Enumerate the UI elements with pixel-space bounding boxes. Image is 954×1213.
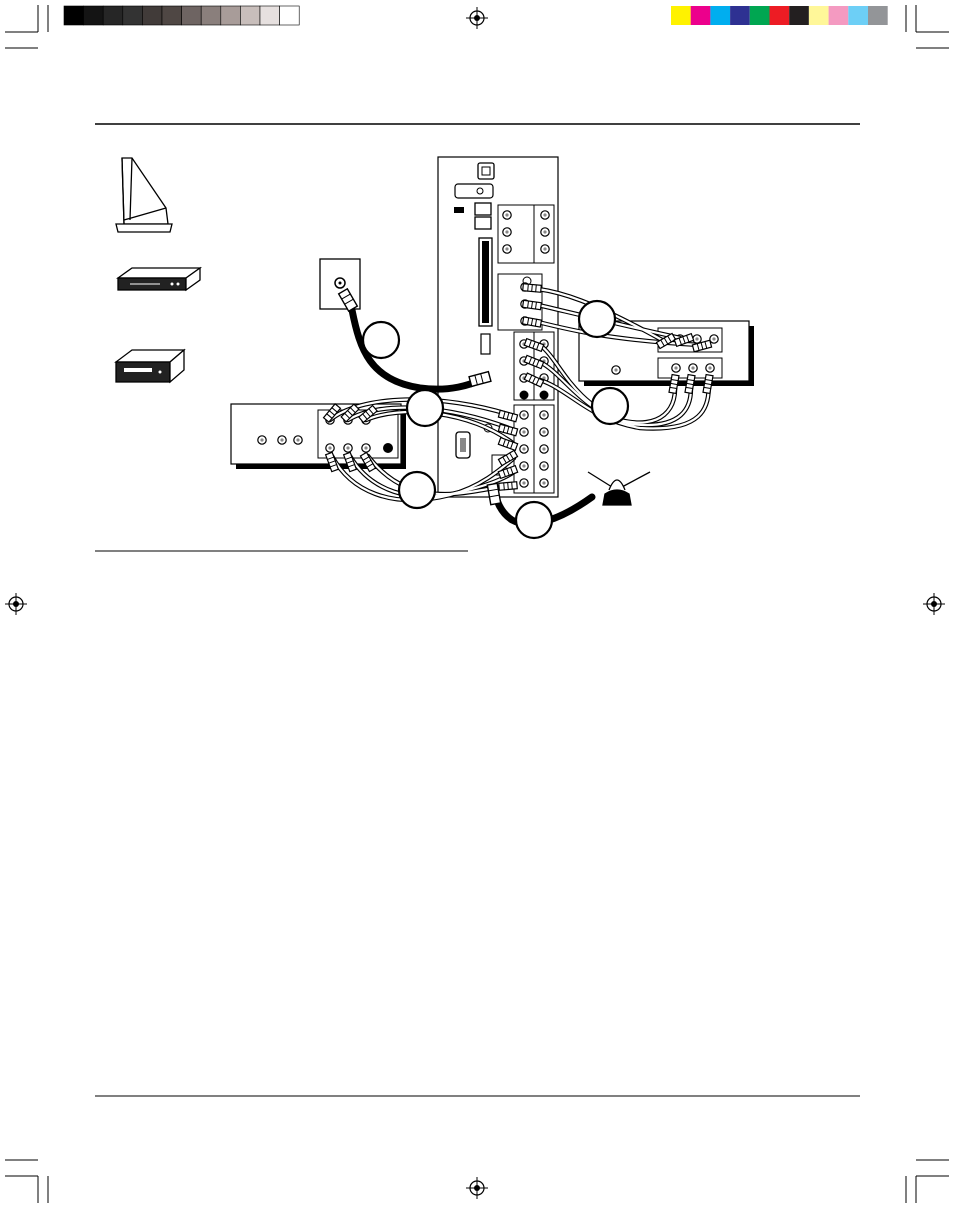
grayscale-swatch <box>142 6 162 25</box>
callout-vcr-video-out <box>407 390 443 426</box>
grayscale-swatch <box>162 6 182 25</box>
rabbit-ears-antenna-icon <box>588 472 650 505</box>
grayscale-swatch <box>182 6 202 25</box>
grayscale-swatch <box>123 6 143 25</box>
color-swatch <box>829 6 849 25</box>
grayscale-swatch <box>221 6 241 25</box>
callout-cable-in <box>363 322 399 358</box>
grayscale-swatch <box>280 6 300 25</box>
grayscale-calibration-bar <box>64 6 299 25</box>
color-swatch <box>848 6 868 25</box>
grayscale-swatch <box>260 6 280 25</box>
callout-vcr-video-in <box>579 301 615 337</box>
callout-circle <box>516 502 552 538</box>
callout-circle <box>363 322 399 358</box>
color-swatch <box>710 6 730 25</box>
rear-projection-tv-icon <box>116 158 172 232</box>
color-swatch <box>809 6 829 25</box>
color-swatch <box>789 6 809 25</box>
color-swatch <box>730 6 750 25</box>
rca-plug <box>523 284 542 293</box>
registration-mark-right <box>923 593 945 615</box>
callout-dvd-audio-out <box>399 472 435 508</box>
callout-circle <box>592 388 628 424</box>
s-video-jack <box>540 391 549 400</box>
color-swatch <box>868 6 888 25</box>
color-swatch <box>750 6 770 25</box>
dvd-player-icon <box>118 268 200 290</box>
data-port <box>478 163 494 179</box>
grayscale-swatch <box>103 6 123 25</box>
callout-circle <box>407 390 443 426</box>
registration-mark-left <box>5 593 27 615</box>
color-swatch <box>770 6 790 25</box>
s-video-jack <box>520 391 529 400</box>
callout-dvd-component-out <box>592 388 628 424</box>
s-video-jack <box>383 443 393 453</box>
callout-antenna-in <box>516 502 552 538</box>
grayscale-swatch <box>84 6 104 25</box>
grayscale-swatch <box>240 6 260 25</box>
callout-circle <box>399 472 435 508</box>
rca-plug <box>499 482 518 491</box>
color-calibration-bar <box>671 6 888 25</box>
grayscale-swatch <box>201 6 221 25</box>
vcr-icon <box>116 350 184 382</box>
color-swatch <box>671 6 691 25</box>
color-swatch <box>691 6 711 25</box>
registration-mark-bottom <box>466 1177 488 1199</box>
registration-mark-top <box>466 7 488 29</box>
grayscale-swatch <box>64 6 84 25</box>
callout-circle <box>579 301 615 337</box>
